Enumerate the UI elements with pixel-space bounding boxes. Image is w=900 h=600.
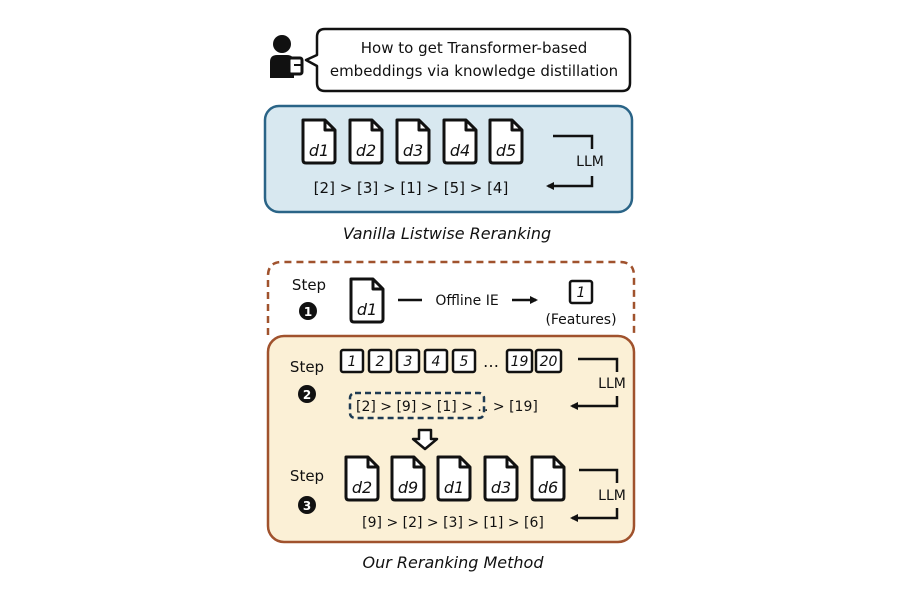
svg-text:d5: d5 <box>496 141 516 160</box>
step1-panel <box>266 260 636 335</box>
step3-doc-d6: d6 <box>530 455 566 502</box>
feature-box-5: 5 <box>451 348 477 374</box>
feature-box-2: 2 <box>367 348 393 374</box>
vanilla-doc-d4: d4 <box>442 118 478 165</box>
svg-text:d4: d4 <box>450 141 470 160</box>
down-arrow-icon <box>411 428 439 451</box>
step3-doc-d3: d3 <box>483 455 519 502</box>
features-label: (Features) <box>545 312 616 328</box>
vanilla-doc-d3: d3 <box>395 118 431 165</box>
step2-ranking-head: [2] > [9] > [1] > . <box>356 399 482 415</box>
svg-text:20: 20 <box>540 354 558 370</box>
step-2-badge <box>298 385 316 403</box>
svg-text:d6: d6 <box>538 478 558 497</box>
selected-ranking-box <box>348 391 486 420</box>
step3-doc-d2: d2 <box>344 455 380 502</box>
svg-text:1: 1 <box>348 354 357 370</box>
svg-text:d1: d1 <box>444 478 464 497</box>
svg-text:1: 1 <box>577 285 586 301</box>
step3-llm-label: LLM <box>598 488 626 504</box>
feature-box-19: 19 <box>505 348 534 374</box>
vanilla-ranking: [2] > [3] > [1] > [5] > [4] <box>314 179 509 197</box>
svg-text:d2: d2 <box>352 478 372 497</box>
feature-ellipsis: … <box>483 352 499 371</box>
offline-ie-label: Offline IE <box>435 293 498 309</box>
feature-box-20: 20 <box>534 348 563 374</box>
user-icon <box>270 35 304 78</box>
step-3-badge <box>298 496 316 514</box>
svg-text:d3: d3 <box>403 141 423 160</box>
query-line-2: embeddings via knowledge distillation <box>330 62 618 80</box>
step-2-number: 2 <box>303 388 311 402</box>
step-1-number: 1 <box>304 305 312 319</box>
step-1: Step 1 d1 Offline IE 1 (Features) <box>292 276 617 328</box>
svg-text:4: 4 <box>432 354 441 370</box>
step-2: Step 2 1 2 3 4 5 … 19 20 <box>290 348 626 451</box>
feature-box-3: 3 <box>395 348 421 374</box>
svg-text:d9: d9 <box>398 478 418 497</box>
vanilla-panel: d1 d2 d3 d4 d5 LLM [2] > [3] > [1] > [5]… <box>263 104 634 214</box>
ours-caption: Our Reranking Method <box>363 553 545 572</box>
step3-llm-loop: LLM <box>570 468 626 522</box>
query-line-1: How to get Transformer-based <box>361 39 587 57</box>
svg-text:d1: d1 <box>309 141 329 160</box>
step-3: Step 3 d2 d9 d1 d3 d6 LLM [9] > [2] > [3 <box>290 455 626 531</box>
step-3-number: 3 <box>303 499 311 513</box>
svg-text:5: 5 <box>460 354 469 370</box>
feature-box-1: 1 <box>339 348 365 374</box>
svg-text:d3: d3 <box>491 478 511 497</box>
step-1-badge <box>299 302 317 320</box>
step3-ranking: [9] > [2] > [3] > [1] > [6] <box>362 515 544 531</box>
step3-doc-d9: d9 <box>390 455 426 502</box>
step-2-label: Step <box>290 358 324 376</box>
step3-doc-d1: d1 <box>436 455 472 502</box>
vanilla-llm-loop: LLM <box>546 134 604 190</box>
feature-box-4: 4 <box>423 348 449 374</box>
svg-text:d1: d1 <box>357 300 377 319</box>
svg-text:d2: d2 <box>356 141 376 160</box>
svg-text:2: 2 <box>376 354 385 370</box>
vanilla-caption: Vanilla Listwise Reranking <box>343 224 551 243</box>
vanilla-doc-d1: d1 <box>301 118 337 165</box>
vanilla-doc-d5: d5 <box>488 118 524 165</box>
svg-text:19: 19 <box>511 354 529 370</box>
step1-doc-d1: d1 <box>349 277 385 324</box>
feature-box: 1 <box>568 279 594 305</box>
vanilla-doc-d2: d2 <box>348 118 384 165</box>
query-speech-bubble: How to get Transformer-based embeddings … <box>304 27 632 93</box>
svg-text:3: 3 <box>404 354 413 370</box>
step2-ranking-tail: . > [19] <box>484 399 538 415</box>
step-3-label: Step <box>290 467 324 485</box>
step2-llm-loop: LLM <box>570 357 626 410</box>
vanilla-llm-label: LLM <box>576 154 604 170</box>
step2-llm-label: LLM <box>598 376 626 392</box>
step-1-label: Step <box>292 276 326 294</box>
